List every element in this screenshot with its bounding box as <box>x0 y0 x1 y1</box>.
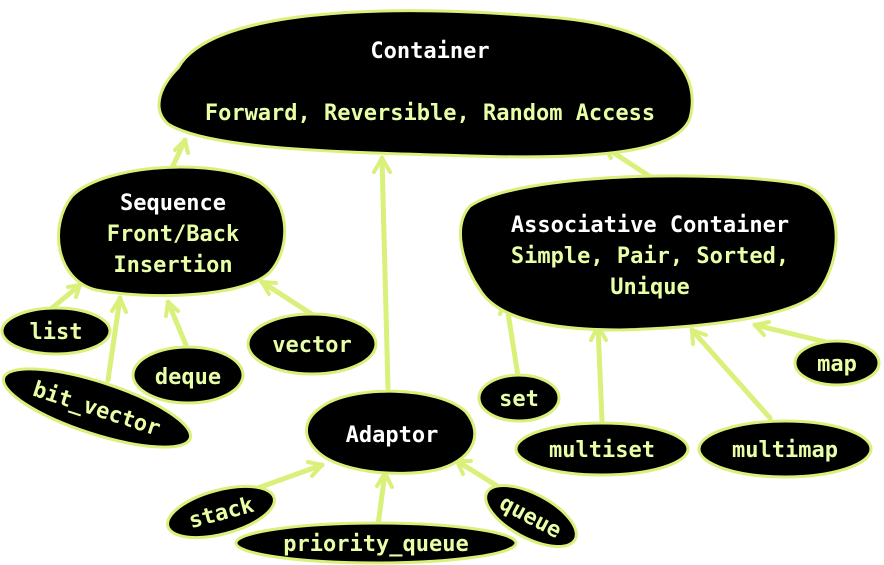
associative-line2: Simple, Pair, Sorted, <box>511 244 789 269</box>
node-sequence: Sequence Front/Back Insertion <box>57 165 287 298</box>
sequence-line1: Sequence <box>120 191 226 216</box>
set-label: set <box>499 387 539 412</box>
node-list: list <box>0 306 112 356</box>
adaptor-label: Adaptor <box>346 423 439 448</box>
arrowhead-icon <box>173 138 190 155</box>
node-multimap: multimap <box>697 419 873 479</box>
node-vector: vector <box>246 312 378 376</box>
node-associative: Associative Container Simple, Pair, Sort… <box>459 174 838 332</box>
node-stack: stack <box>166 484 276 540</box>
arrowhead-icon <box>372 156 392 174</box>
sequence-line2: Front/Back <box>107 222 239 247</box>
node-deque: deque <box>131 345 245 405</box>
node-adaptor: Adaptor <box>305 389 477 475</box>
node-container: Container Forward, Reversible, Random Ac… <box>157 9 694 159</box>
arrowhead-icon <box>110 296 128 314</box>
arrowhead-icon <box>753 320 771 337</box>
node-multiset: multiset <box>514 421 690 477</box>
edge-list-sequence <box>49 282 83 311</box>
multimap-label: multimap <box>732 438 838 463</box>
arrowhead-icon <box>306 460 324 478</box>
edge-multimap-associative <box>689 327 773 421</box>
container-title: Container <box>370 39 489 64</box>
arrowhead-icon <box>66 283 82 299</box>
multiset-label: multiset <box>549 438 655 463</box>
vector-label: vector <box>272 333 351 358</box>
node-set: set <box>477 373 561 423</box>
edge-priority_queue-adaptor <box>375 470 388 528</box>
priority_queue-label: priority_queue <box>283 532 468 557</box>
container-subtitle: Forward, Reversible, Random Access <box>205 101 655 126</box>
edge-multiset-associative <box>595 323 605 423</box>
associative-line1: Associative Container <box>511 213 789 238</box>
map-label: map <box>817 352 857 377</box>
node-map: map <box>793 339 881 387</box>
arrowhead-icon <box>164 300 180 318</box>
list-label: list <box>30 320 83 345</box>
edge-bit_vector-sequence <box>105 295 123 383</box>
edge-vector-sequence <box>259 279 316 318</box>
edge-deque-sequence <box>165 299 189 348</box>
deque-label: deque <box>155 365 221 390</box>
sequence-line3: Insertion <box>113 253 232 278</box>
arrowhead-icon <box>260 280 278 296</box>
node-priority_queue: priority_queue <box>234 521 518 565</box>
arrowhead-icon <box>690 328 708 346</box>
edge-map-associative <box>752 322 833 346</box>
edge-adaptor-container <box>379 155 391 391</box>
associative-line3: Unique <box>610 275 689 300</box>
